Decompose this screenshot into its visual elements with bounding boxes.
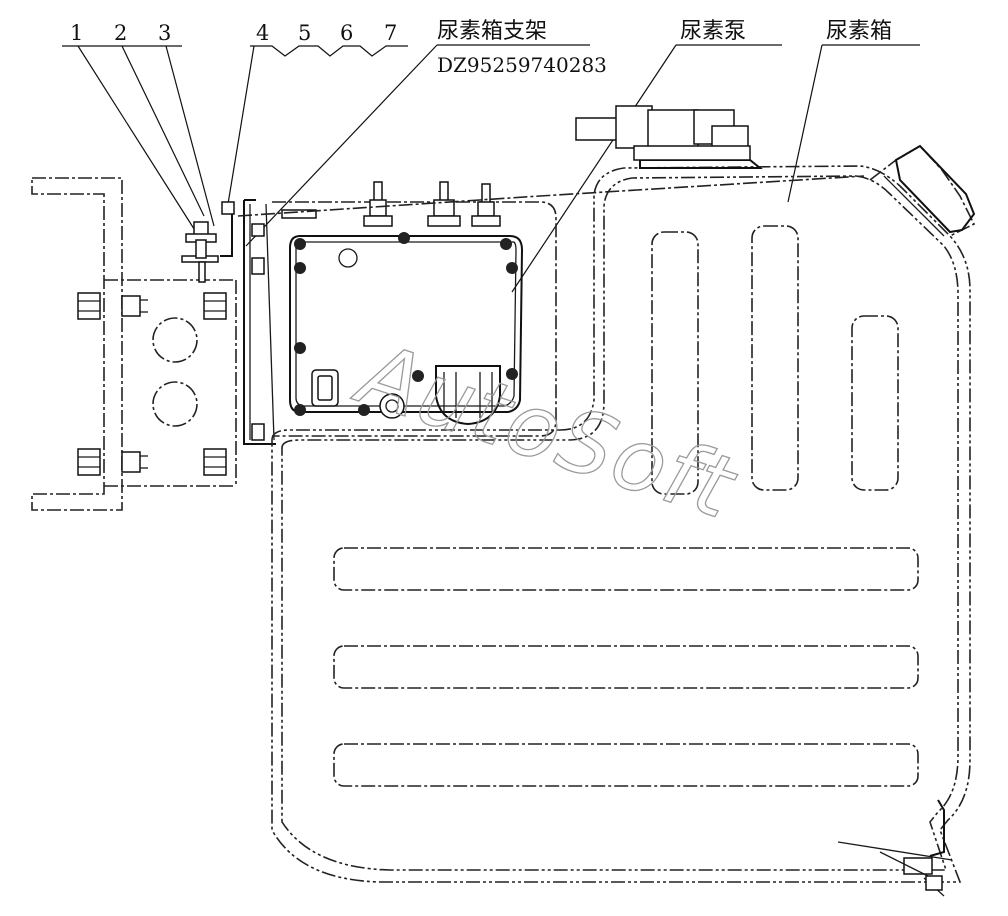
callout-7: 7 — [384, 21, 397, 45]
callout-numbers: 1 2 3 4 5 6 7 — [70, 21, 397, 45]
callout-5: 5 — [298, 21, 311, 45]
callout-3: 3 — [158, 21, 171, 45]
leader-lines — [77, 44, 823, 293]
bracket-label: 尿素箱支架 — [437, 19, 547, 44]
callout-6: 6 — [340, 21, 353, 45]
bracket-part-number: DZ95259740283 — [437, 53, 607, 77]
tank-label: 尿素箱 — [826, 19, 892, 44]
pump-label: 尿素泵 — [680, 19, 746, 44]
callout-2: 2 — [114, 21, 127, 45]
frame-bolts — [77, 292, 227, 476]
urea-tank — [237, 105, 976, 897]
watermark: AutoSoft — [343, 323, 748, 540]
urea-tank-bracket — [243, 199, 317, 445]
frame-rail — [31, 177, 237, 511]
pump-mount-plate — [272, 201, 557, 437]
callout-1: 1 — [70, 21, 83, 45]
urea-pump — [289, 181, 524, 426]
valve-fitting — [181, 201, 235, 283]
callout-underline-right — [250, 45, 408, 57]
callout-4: 4 — [256, 21, 269, 45]
